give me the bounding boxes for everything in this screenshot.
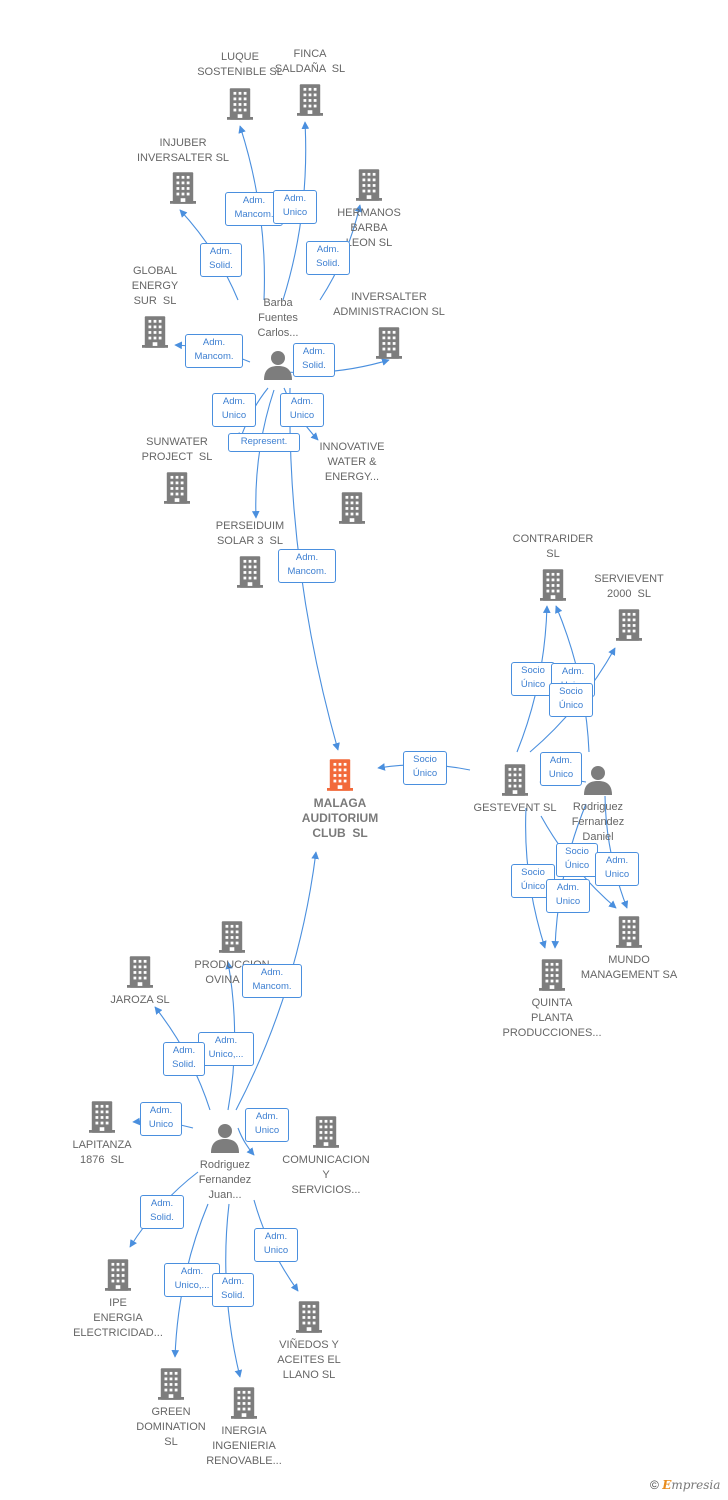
node-label-perseiduim[interactable]: PERSEIDUIM SOLAR 3 SL [215,520,285,547]
building-icon-global[interactable] [142,316,168,348]
node-label-vinedos[interactable]: VIÑEDOS Y ACEITES EL LLANO SL [277,1339,341,1381]
building-icon-injuber[interactable] [170,172,196,204]
edge-label-barba-to-injuber[interactable]: Adm. Solid. [200,243,242,277]
building-icon-produccion[interactable] [219,921,245,953]
edge-label-rodriguezd-to-quinta[interactable]: Adm. Unico [546,879,590,913]
node-label-luque[interactable]: LUQUE SOSTENIBLE SL [197,51,283,78]
edge-label-rodriguezj-to-inergia[interactable]: Adm. Solid. [212,1273,254,1307]
node-label-green[interactable]: GREEN DOMINATION SL [136,1406,206,1448]
node-label-malaga[interactable]: MALAGA AUDITORIUM CLUB SL [301,796,379,840]
building-icon-contrarider[interactable] [540,569,566,601]
building-icon-mundo[interactable] [616,916,642,948]
node-label-inversalter[interactable]: INVERSALTER ADMINISTRACION SL [333,291,445,318]
building-icon-green[interactable] [158,1368,184,1400]
building-icon-perseiduim[interactable] [237,556,263,588]
node-label-mundo[interactable]: MUNDO MANAGEMENT SA [580,954,678,981]
building-icon-quinta[interactable] [539,959,565,991]
edge-label-barba-to-sunwater[interactable]: Adm. Unico [212,393,256,427]
edge-barba-to-perseiduim [251,389,275,519]
building-icon-inversalter[interactable] [376,327,402,359]
node-label-lapitanza[interactable]: LAPITANZA 1876 SL [72,1139,132,1166]
edge-label-rodriguezd-to-mundo[interactable]: Adm. Unico [595,852,639,886]
node-label-barba[interactable]: Barba Fuentes Carlos... [257,297,299,339]
edge-label-barba-to-global[interactable]: Adm. Mancom. [185,334,243,368]
edge-label-gestevent-to-malaga[interactable]: Socio Único [403,751,447,785]
building-icon-servievent[interactable] [616,609,642,641]
edge-label-rodriguezj-to-malaga[interactable]: Adm. Mancom. [242,964,302,998]
node-label-rodriguezd[interactable]: Rodriguez Fernandez Daniel [571,801,625,843]
building-icon-hermanos[interactable] [356,169,382,201]
building-icon-comunicacion[interactable] [313,1116,339,1148]
node-label-inergia[interactable]: INERGIA INGENIERIA RENOVABLE... [206,1425,282,1467]
edge-label-rodriguezj-to-jaroza[interactable]: Adm. Solid. [163,1042,205,1076]
copyright-symbol: © [650,1478,659,1492]
building-icon-sunwater[interactable] [164,472,190,504]
person-icon-barba[interactable] [263,350,293,380]
empresia-logo[interactable]: Empresia [662,1478,721,1492]
building-icon-lapitanza[interactable] [89,1101,115,1133]
edge-rodriguezj-to-comunicacion [237,1127,255,1156]
building-icon-luque[interactable] [227,88,253,120]
edge-label-barba-to-hermanos[interactable]: Adm. Solid. [306,241,350,275]
edge-label-gestevent-to-servievent[interactable]: Socio Único [549,683,593,717]
edge-label-gestevent-to-mundo[interactable]: Socio Único [556,843,598,877]
node-label-ipe[interactable]: IPE ENERGIA ELECTRICIDAD... [73,1297,163,1339]
node-label-global[interactable]: GLOBAL ENERGY SUR SL [131,265,179,307]
footer: © Empresia [650,1478,720,1492]
building-icon-ipe[interactable] [105,1259,131,1291]
node-label-quinta[interactable]: QUINTA PLANTA PRODUCCIONES... [502,997,602,1039]
building-icon-malaga[interactable] [327,759,353,791]
building-icon-finca[interactable] [297,84,323,116]
node-label-sunwater[interactable]: SUNWATER PROJECT SL [141,436,213,463]
node-label-comunicacion[interactable]: COMUNICACION Y SERVICIOS... [282,1154,370,1196]
node-label-jaroza[interactable]: JAROZA SL [110,994,170,1006]
edge-label-rodriguezd-to-gestevent[interactable]: Adm. Unico [540,752,582,786]
edge-label-barba-to-malaga[interactable]: Adm. Mancom. [278,549,336,583]
edge-label-barba-to-innovative[interactable]: Adm. Unico [280,393,324,427]
node-label-servievent[interactable]: SERVIEVENT 2000 SL [594,573,664,600]
node-label-innovative[interactable]: INNOVATIVE WATER & ENERGY... [319,441,385,483]
node-label-rodriguezj[interactable]: Rodriguez Fernandez Juan... [198,1159,252,1201]
building-icon-inergia[interactable] [231,1387,257,1419]
edge-label-rodriguezj-to-lapitanza[interactable]: Adm. Unico [140,1102,182,1136]
edge-label-gestevent-to-contrarider[interactable]: Socio Único [511,662,555,696]
person-icon-rodriguezj[interactable] [210,1123,240,1153]
edge-label-rodriguezj-to-comunicacion[interactable]: Adm. Unico [245,1108,289,1142]
edge-label-rodriguezj-to-vinedos[interactable]: Adm. Unico [254,1228,298,1262]
building-icon-jaroza[interactable] [127,956,153,988]
edge-label-rodriguezj-to-produccion[interactable]: Adm. Unico,... [198,1032,254,1066]
building-icon-innovative[interactable] [339,492,365,524]
person-icon-rodriguezd[interactable] [583,765,613,795]
building-icon-gestevent[interactable] [502,764,528,796]
edge-label-rodriguezj-to-ipe[interactable]: Adm. Solid. [140,1195,184,1229]
node-label-contrarider[interactable]: CONTRARIDER SL [512,533,594,560]
edge-label-barba-to-perseiduim[interactable]: Represent. [228,433,300,452]
edge-label-barba-to-inversalter[interactable]: Adm. Solid. [293,343,335,377]
node-label-injuber[interactable]: INJUBER INVERSALTER SL [136,137,230,164]
node-label-finca[interactable]: FINCA SALDAÑA SL [274,48,346,75]
edge-label-rodriguezj-to-green[interactable]: Adm. Unico,... [164,1263,220,1297]
building-icon-vinedos[interactable] [296,1301,322,1333]
edge-label-barba-to-finca[interactable]: Adm. Unico [273,190,317,224]
node-label-hermanos[interactable]: HERMANOS BARBA LEON SL [337,207,401,249]
node-label-gestevent[interactable]: GESTEVENT SL [473,802,557,814]
